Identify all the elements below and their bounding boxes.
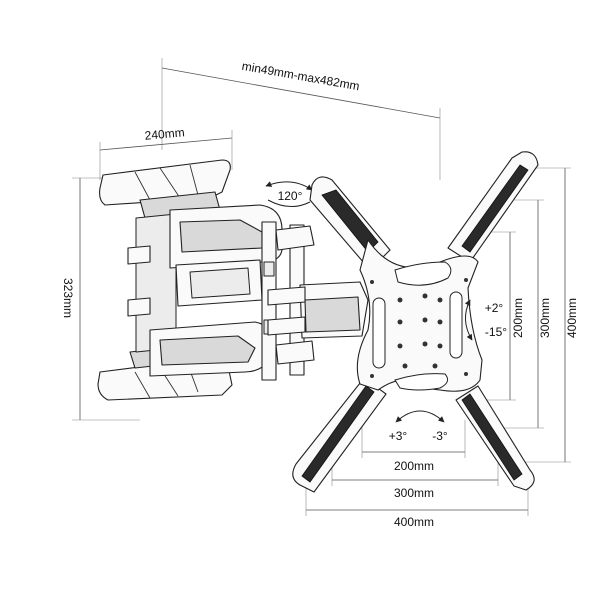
wall-plate-height-dimension: 323mm	[61, 177, 140, 421]
vesa-h-400-label: 400mm	[394, 515, 434, 529]
vesa-v-300-label: 300mm	[538, 298, 552, 338]
level-plus-label: +3°	[389, 429, 408, 443]
vesa-horizontal-dimensions: 200mm 300mm 400mm	[305, 420, 529, 529]
extension-dimension: min49mm-max482mm	[161, 58, 441, 180]
vesa-v-200-label: 200mm	[511, 298, 525, 338]
extension-label: min49mm-max482mm	[241, 59, 361, 94]
wall-plate	[97, 159, 233, 401]
level-minus-label: -3°	[432, 429, 448, 443]
vesa-vertical-dimensions: 200mm 300mm 400mm	[470, 167, 579, 463]
wall-plate-width-label: 240mm	[144, 125, 185, 142]
tilt-down-label: -15°	[485, 325, 507, 339]
swivel-indicator: 120°	[265, 181, 313, 207]
swivel-label: 120°	[278, 189, 303, 203]
vesa-plate	[292, 151, 539, 493]
vesa-v-400-label: 400mm	[565, 298, 579, 338]
level-indicator: +3° -3°	[389, 410, 448, 443]
articulating-arms	[149, 204, 369, 381]
tilt-indicator: +2° -15°	[464, 299, 507, 341]
tilt-up-label: +2°	[485, 301, 504, 315]
vesa-h-300-label: 300mm	[394, 486, 434, 500]
wall-plate-height-label: 323mm	[61, 278, 75, 318]
vesa-h-200-label: 200mm	[394, 459, 434, 473]
wall-plate-width-dimension: 240mm	[99, 125, 233, 180]
